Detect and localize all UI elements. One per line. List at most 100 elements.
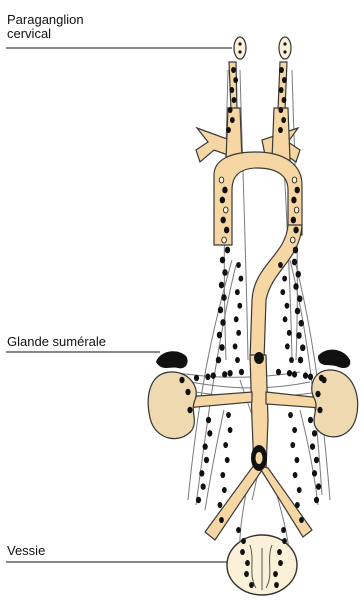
ganglion-dot (308, 417, 312, 423)
ganglion-dot (221, 320, 226, 326)
ganglion-dot (282, 97, 286, 102)
ganglion-dot (278, 549, 282, 554)
ganglion-dot (203, 444, 207, 450)
ganglion-dot (295, 502, 299, 507)
ganglion-dot (279, 560, 283, 565)
ganglion-dot (237, 330, 241, 335)
ganglion-dot (290, 357, 294, 362)
ganglion-dot (206, 417, 210, 423)
ganglion-dot (200, 470, 204, 476)
ganglion-dot (220, 197, 225, 203)
ganglion-dot (276, 369, 280, 375)
ganglion-dot (282, 527, 286, 532)
ganglion-dot (208, 430, 212, 436)
ganglion-dot (297, 296, 302, 302)
ganglion-dot (204, 457, 208, 463)
ganglion-dot (316, 391, 320, 397)
ganglion-dot (217, 332, 222, 338)
ganglion-dot (279, 87, 283, 92)
ganglion-dot (300, 345, 305, 351)
ganglion-dot (295, 457, 299, 462)
ganglion-dot (222, 487, 226, 492)
kidney-right (312, 370, 358, 437)
ganglion-dot (298, 357, 303, 363)
ganglion-dot (230, 117, 234, 122)
ganglion-dot (228, 370, 232, 376)
ganglion-dot (228, 107, 232, 112)
ganglion-dot (294, 207, 299, 213)
ganglion-dot (196, 497, 200, 503)
ganglion-dot (291, 442, 295, 447)
ganglion-dot (294, 284, 299, 290)
ganglion-dot (283, 538, 287, 543)
ganglion-dot (220, 257, 225, 263)
ganglion-dot (310, 444, 314, 450)
ganglion-dot (282, 117, 286, 122)
ganglion-dot (299, 320, 304, 326)
ganglion-dot (220, 517, 224, 522)
ganglion-dot (218, 307, 223, 313)
ganglion-dot (180, 377, 184, 383)
ganglion-dot (211, 373, 215, 379)
ganglion-dot (228, 427, 232, 432)
ganglion-dot (227, 127, 231, 132)
ganglion-dot (308, 374, 312, 380)
ganglion-dot (221, 217, 226, 223)
ganglion-dot (194, 375, 198, 381)
ganglion-dot (222, 295, 227, 301)
ganglion-dot (230, 87, 234, 92)
ganglion-dot (225, 457, 229, 462)
ganglion-dot (233, 344, 237, 349)
kidney-left (148, 372, 196, 439)
ganglion-dot (223, 207, 228, 213)
ganglion-dot (279, 262, 283, 267)
ganglion-dot (312, 430, 316, 436)
ganglion-dot (227, 412, 231, 417)
ganglion-dot (296, 271, 301, 277)
ganglion-dot (234, 317, 238, 322)
ganglion-dot (275, 582, 279, 587)
paraganglion-bodies (234, 37, 291, 59)
ganglion-dot (235, 290, 239, 295)
ganglion-dot (300, 517, 304, 522)
ganglion-dot (297, 487, 301, 492)
ganglion-dot (283, 276, 287, 281)
ganglion-dot (186, 389, 190, 395)
ganglion-dot (297, 333, 302, 339)
ganglion-dot (280, 67, 284, 72)
ganglion-dot (238, 303, 242, 308)
ganglion-dot (220, 345, 225, 351)
ganglion-dot (188, 407, 192, 413)
ganglion-dot (224, 442, 228, 447)
ganglion-dot (241, 549, 245, 554)
ganglion-dot (223, 372, 227, 378)
ganglion-dot (246, 560, 250, 565)
ganglion-dot (242, 538, 246, 543)
paraganglion-left (234, 37, 246, 59)
paraganglion-right (279, 37, 291, 59)
ganglion-dot (239, 276, 243, 281)
ganglion-dot (250, 582, 254, 587)
ganglion-dot (216, 357, 221, 363)
ganglion-dot (303, 373, 307, 379)
ganglion-dot (292, 177, 297, 183)
ganglion-dot (237, 527, 241, 532)
ganglion-dot (232, 67, 236, 72)
ganglion-dot (293, 247, 298, 253)
ganglion-dot (279, 127, 283, 132)
ganglion-dot (295, 187, 300, 193)
ganglion-dot (225, 247, 230, 253)
ganglion-dot (236, 357, 240, 362)
ganglion-dot (285, 303, 289, 308)
ganglion-dot (281, 290, 285, 295)
leader-lines (6, 48, 232, 562)
ganglion-dot (237, 262, 241, 267)
ganglion-dot (318, 407, 322, 413)
ganglion-dot (219, 177, 224, 183)
ganglion-dot (206, 374, 210, 380)
ganglion-dot (234, 77, 238, 82)
ganglion-dot (222, 237, 227, 243)
ganglion-dot (285, 344, 289, 349)
ganglion-dot (218, 502, 222, 507)
ganglion-dot (232, 97, 236, 102)
